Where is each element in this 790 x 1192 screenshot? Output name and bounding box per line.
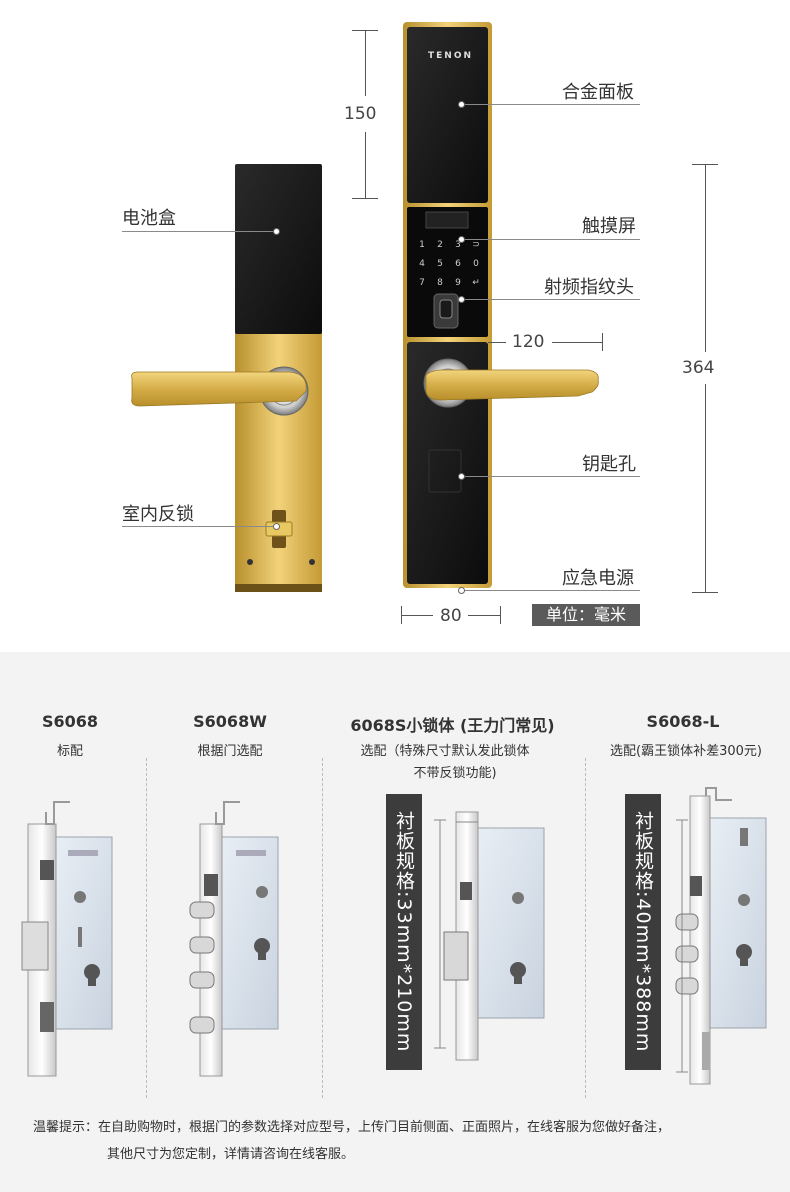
dot-keyhole [458,473,465,480]
dot-indoor-lock [273,523,280,530]
callout-touchscreen: 触摸屏 [582,216,636,237]
dim120-line-right [552,342,602,343]
dim150-line-top [365,30,366,96]
callout-alloy-panel: 合金面板 [562,82,634,103]
dim120-line-left [488,342,506,343]
outer-lock [403,22,599,588]
spec-tag-small-body: 衬板规格:33mm*210mm [386,794,422,1070]
dot-alloy-panel [458,101,465,108]
brand-logo: TENON [428,51,474,61]
keypad-key: 2 [437,240,443,250]
divider-3 [585,758,586,1098]
dim80-line-left [401,615,433,616]
divider-1 [146,758,147,1098]
lock-body-drawings [21,787,767,1085]
leader-touchscreen [462,239,640,240]
model-1-title: S6068 [41,712,99,731]
callout-battery-box: 电池盒 [122,208,176,229]
battery-box-shape [235,164,322,334]
model-1-subtitle: 标配 [56,744,83,759]
callout-emergency-power: 应急电源 [562,568,634,589]
dot-battery-box [273,228,280,235]
dim80-tick-right [500,606,501,624]
keypad-key: 5 [437,259,443,269]
model-2-subtitle: 根据门选配 [197,744,263,759]
dot-touchscreen [458,236,465,243]
dim-80-label: 80 [440,606,462,626]
spec-tag-large-body: 衬板规格:40mm*388mm [625,794,661,1070]
unit-label: 单位：毫米 [532,604,640,626]
divider-2 [322,758,323,1098]
dim364-line-bottom [705,384,706,592]
keypad-key: 9 [455,278,461,288]
leader-indoor-lock [122,526,276,527]
dim120-tick-right [602,333,603,351]
lock-body-6068s-small [434,811,545,1061]
dot-emergency-power [458,587,465,594]
dot-fingerprint [458,296,465,303]
keypad: 1 2 3 ⊃ 4 5 6 0 7 8 9 ↵ [419,240,480,288]
tip-line-1: 温馨提示：在自助购物时，根据门的参数选择对应型号，上传门目前侧面、正面照片，在线… [33,1120,671,1135]
lock-body-options: S6068 标配 S6068W 根据门选配 6068S小锁体 (王力门常见) 选… [0,652,790,1192]
dim-120-label: 120 [512,332,545,352]
dim150-line-bottom [365,132,366,198]
keypad-key: 3 [455,240,461,250]
dim364-line-top [705,164,706,352]
keypad-key: 0 [473,259,479,269]
lock-body-s6068-l [675,787,767,1085]
keypad-key: ↵ [472,278,480,288]
dim80-line-right [468,615,500,616]
model-4-title: S6068-L [646,712,720,731]
leader-emergency-power [462,590,640,591]
keypad-key: 8 [437,278,443,288]
lock-body-s6068 [21,801,113,1077]
dim364-tick-bottom [692,592,718,593]
lock-body-s6068w [189,801,279,1077]
alloy-panel-shape [407,27,488,203]
tip-line-2: 其他尺寸为您定制，详情请咨询在线客服。 [107,1147,355,1162]
leader-fingerprint [462,299,640,300]
callout-indoor-lock: 室内反锁 [122,504,194,525]
model-3-subtitle-2: 不带反锁功能) [413,766,497,781]
lock-diagram-section: 1 2 3 ⊃ 4 5 6 0 7 8 9 ↵ TENON 电池盒 室内反锁 合金面板 触摸屏 射频指… [122,22,718,626]
lock-illustration: 1 2 3 ⊃ 4 5 6 0 7 8 9 ↵ [131,22,599,592]
leader-battery-box [122,231,276,232]
dim-150-label: 150 [344,104,377,124]
keypad-key: ⊃ [472,240,480,250]
dim150-tick-bottom [352,198,378,199]
model-3-subtitle: 选配（特殊尺寸默认发此锁体 [360,744,530,759]
callout-fingerprint: 射频指纹头 [544,277,634,298]
model-2-title: S6068W [193,712,267,731]
inner-lock [131,164,322,592]
dim-364-label: 364 [682,358,715,378]
keypad-key: 6 [455,259,461,269]
model-3-title: 6068S小锁体 (王力门常见) [350,716,555,735]
leader-alloy-panel [462,104,640,105]
leader-keyhole [462,476,640,477]
keypad-key: 7 [419,278,425,288]
callout-keyhole: 钥匙孔 [582,454,636,475]
keypad-key: 1 [419,240,425,250]
model-4-subtitle: 选配(霸王锁体补差300元) [610,744,762,759]
keypad-key: 4 [419,259,425,269]
